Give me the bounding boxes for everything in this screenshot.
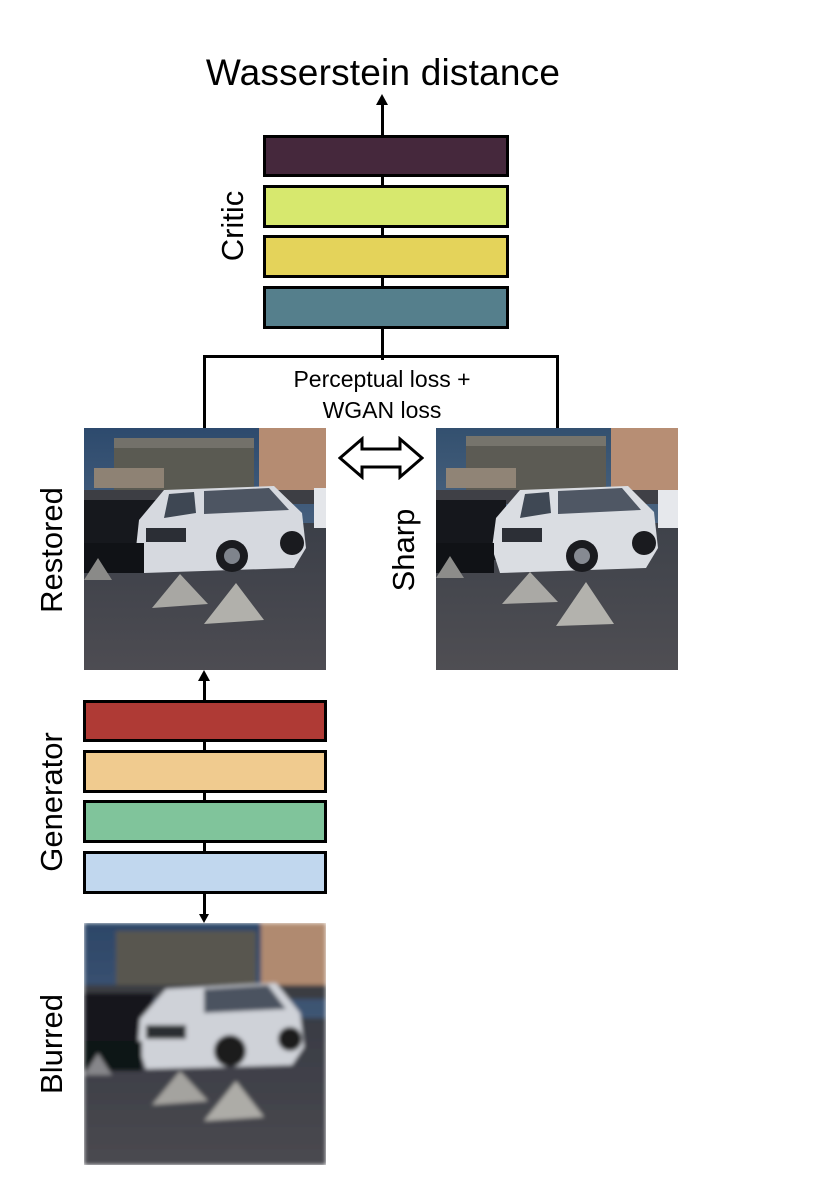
generator-output-arrowhead	[198, 670, 210, 681]
critic-layer-4	[263, 286, 509, 329]
critic-layer-2	[263, 185, 509, 228]
critic-output-arrow	[381, 104, 384, 136]
diagram-title: Wasserstein distance	[205, 52, 561, 93]
loss-label: Perceptual loss + WGAN loss	[205, 364, 559, 426]
generator-output-arrow	[203, 680, 206, 702]
blurred-input-line	[203, 893, 206, 915]
generator-layer-4	[83, 851, 327, 894]
blurred-image	[84, 923, 326, 1165]
loss-bracket-right	[556, 355, 559, 429]
generator-layer-3	[83, 800, 327, 843]
generator-layer-2	[83, 750, 327, 793]
generator-label: Generator	[34, 732, 69, 872]
blurred-label: Blurred	[34, 994, 69, 1094]
double-arrow-icon	[337, 435, 425, 481]
loss-bracket-left	[203, 355, 206, 429]
loss-bracket-top	[203, 355, 559, 358]
loss-label-line-1: Perceptual loss +	[293, 366, 471, 392]
sharp-label: Sharp	[386, 508, 421, 592]
blurred-input-arrowhead	[199, 914, 209, 923]
generator-layer-1	[83, 700, 327, 742]
critic-layer-1	[263, 135, 509, 177]
sharp-image	[436, 428, 678, 670]
restored-label: Restored	[34, 487, 69, 613]
critic-layer-3	[263, 235, 509, 278]
critic-output-arrowhead	[376, 94, 388, 105]
critic-label: Critic	[215, 190, 250, 262]
loss-label-line-2: WGAN loss	[322, 397, 442, 423]
restored-image	[84, 428, 326, 670]
